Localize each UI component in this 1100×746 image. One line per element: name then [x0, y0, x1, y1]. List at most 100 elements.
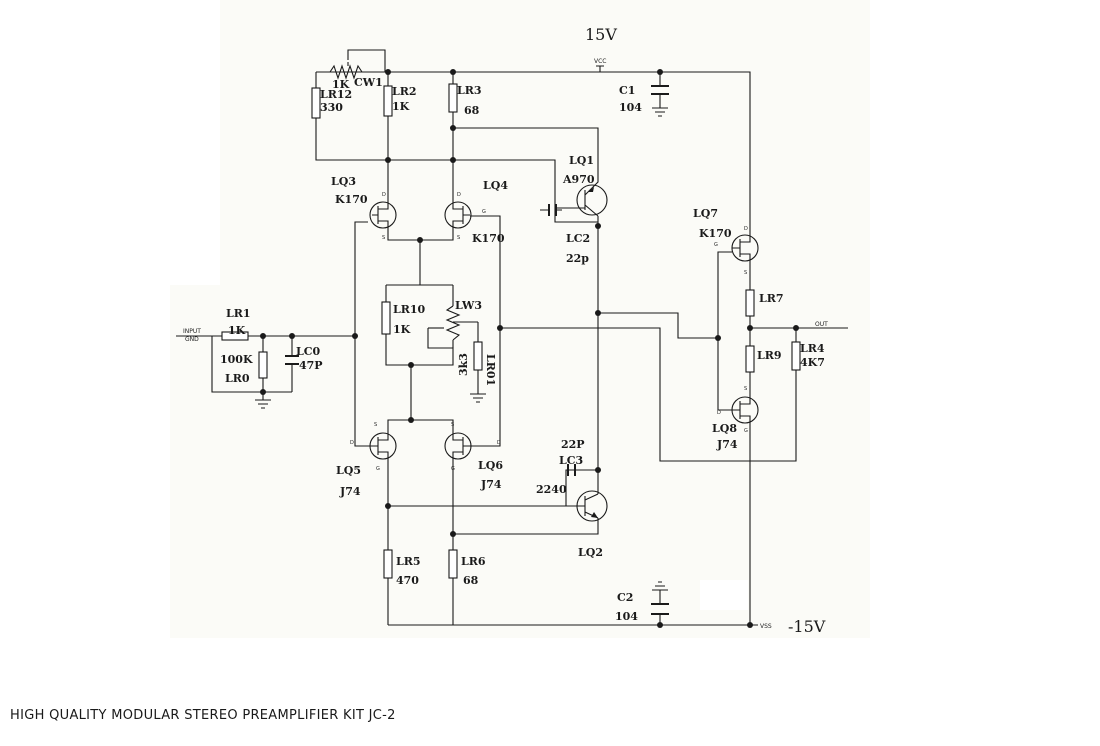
svg-text:S: S [382, 235, 385, 241]
cw1-value: 1K [332, 78, 350, 91]
svg-text:D: D [457, 192, 461, 198]
lr6-name: LR6 [461, 555, 486, 568]
bjt-lq1 [576, 178, 608, 217]
svg-text:G: G [451, 466, 455, 472]
output-port-label: OUT [815, 321, 828, 328]
jfet-lq8: S G D [717, 386, 759, 434]
svg-text:S: S [457, 235, 460, 241]
resistor-lr01 [473, 341, 483, 371]
lr2-value: 1K [392, 100, 410, 113]
lr0-value: 100K [220, 353, 253, 366]
cw1-name: CW1 [354, 76, 383, 89]
resistor-lr5 [383, 549, 393, 579]
jfet-lq5: S G D [350, 422, 397, 472]
lr5-value: 470 [396, 574, 419, 587]
ground-c1 [652, 106, 668, 117]
jfet-lq6: S G D [444, 422, 501, 472]
input-port-label: INPUT [183, 328, 201, 335]
lc0-name: LC0 [296, 345, 320, 358]
lr0-name: LR0 [225, 372, 250, 385]
svg-text:S: S [451, 422, 454, 428]
lr10-name: LR10 [393, 303, 426, 316]
resistor-lr2 [383, 85, 393, 117]
lr3-name: LR3 [457, 84, 482, 97]
lr12-value: 330 [320, 101, 343, 114]
resistor-lr0 [258, 351, 268, 379]
lr10-value: 1K [393, 323, 411, 336]
negative-rail-label: -15V [788, 617, 826, 636]
resistor-lr1 [221, 331, 249, 341]
ground-input [255, 392, 271, 409]
lr5-name: LR5 [396, 555, 421, 568]
lc3-name: LC3 [559, 454, 583, 467]
lq2-value: 2240 [536, 483, 567, 496]
lr3-value: 68 [464, 104, 480, 117]
vss-tag: VSS [760, 623, 772, 630]
svg-text:G: G [376, 466, 380, 472]
lr1-value: 1K [228, 324, 246, 337]
resistor-lr10 [381, 301, 391, 335]
resistor-lr4 [791, 341, 801, 371]
lq8-value: J74 [716, 438, 738, 451]
lr9-name: LR9 [757, 349, 782, 362]
lr4-name: LR4 [800, 342, 825, 355]
resistor-lr7 [745, 289, 755, 317]
lq7-name: LQ7 [693, 207, 718, 220]
capacitor-lc3 [567, 464, 576, 476]
svg-text:G: G [482, 209, 486, 215]
lq6-value: J74 [480, 478, 502, 491]
c1-value: 104 [619, 101, 642, 114]
lr4-value: 4K7 [800, 356, 825, 369]
sheet-blank-patch [700, 580, 748, 610]
capacitor-c2 [651, 603, 669, 615]
capacitor-lc0 [285, 355, 299, 365]
lc2-value: 22p [566, 252, 589, 265]
lr2-name: LR2 [392, 85, 417, 98]
transistors: D S D S G S G D S G D D S [350, 178, 759, 522]
svg-text:D: D [350, 440, 354, 446]
svg-text:G: G [744, 428, 748, 434]
lq4-name: LQ4 [483, 179, 508, 192]
bjt-lq2 [575, 490, 608, 522]
svg-text:D: D [717, 410, 721, 416]
capacitor-c1 [651, 85, 669, 95]
lq7-value: K170 [699, 227, 732, 240]
lq4-value: K170 [472, 232, 505, 245]
lr01-value: 3k3 [457, 353, 470, 376]
lq5-name: LQ5 [336, 464, 361, 477]
jfet-lq7: D S G [714, 226, 759, 276]
c1-name: C1 [619, 84, 635, 97]
lr6-value: 68 [463, 574, 479, 587]
c2-value: 104 [615, 610, 638, 623]
sheet-area-top [220, 0, 870, 285]
lq1-value: A970 [562, 173, 595, 186]
lc3-value: 22P [561, 438, 585, 451]
svg-text:S: S [744, 270, 747, 276]
svg-text:S: S [744, 386, 747, 392]
lq3-value: K170 [335, 193, 368, 206]
resistors [221, 83, 801, 579]
ground-c2 [652, 581, 668, 592]
lq6-name: LQ6 [478, 459, 503, 472]
lq8-name: LQ8 [712, 422, 737, 435]
lr1-name: LR1 [226, 307, 251, 320]
lw3-name: LW3 [455, 299, 482, 312]
kit-title: HIGH QUALITY MODULAR STEREO PREAMPLIFIER… [10, 708, 396, 723]
component-labels: 1K CW1 LR12 330 LR2 1K LR3 68 C1 104 LQ1… [220, 76, 825, 623]
lc0-value: 47P [299, 359, 323, 372]
potentiometer-cw1 [329, 64, 363, 80]
svg-text:S: S [374, 422, 377, 428]
svg-text:D: D [497, 440, 501, 446]
resistor-lr9 [745, 345, 755, 373]
ground-port-label: GND [185, 336, 199, 343]
lq3-name: LQ3 [331, 175, 356, 188]
lc2-name: LC2 [566, 232, 590, 245]
lr01-name: LR01 [484, 354, 497, 386]
potentiometers [329, 62, 461, 341]
vcc-tag: VCC [594, 58, 606, 65]
svg-text:G: G [714, 242, 718, 248]
resistor-lr3 [448, 83, 458, 113]
lr7-name: LR7 [759, 292, 784, 305]
lq1-name: LQ1 [569, 154, 594, 167]
